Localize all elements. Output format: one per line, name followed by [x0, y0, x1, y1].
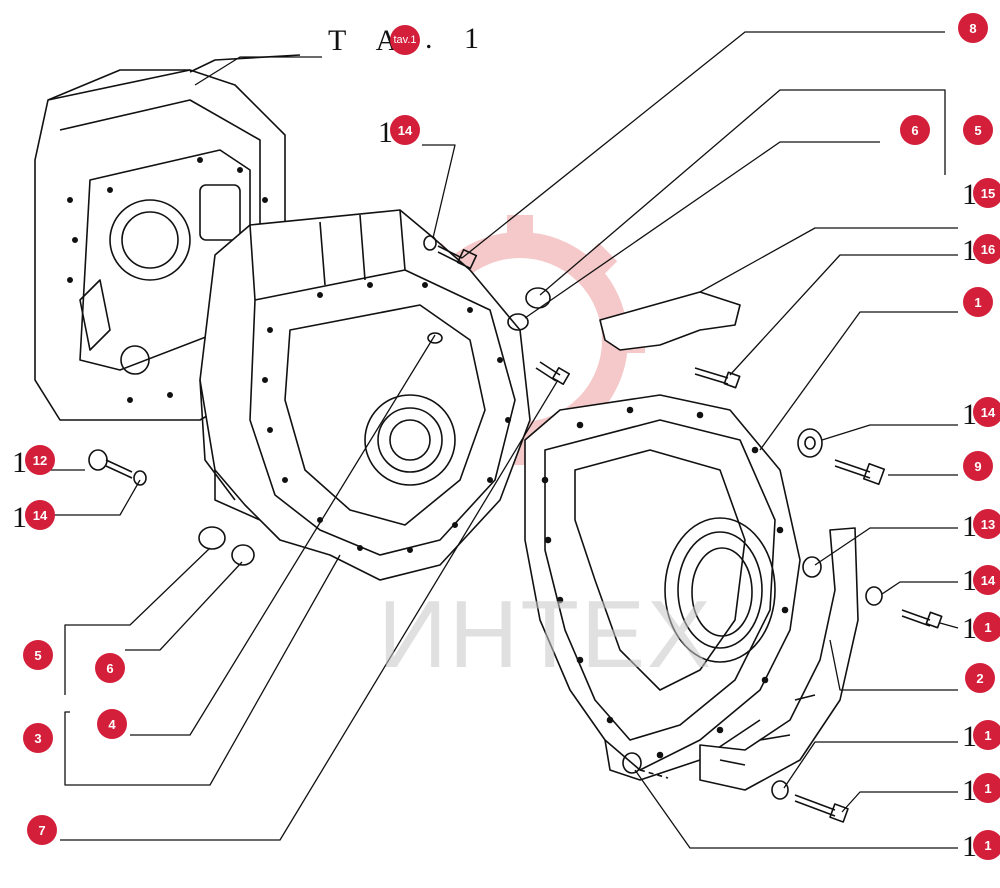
callout-4[interactable]: 4 [97, 709, 127, 739]
callout-14-right[interactable]: 14 [973, 397, 1000, 427]
title-right: . 1 [425, 22, 491, 55]
callout-1z[interactable]: 1 [973, 773, 1000, 803]
callout-1[interactable]: 1 [963, 287, 993, 317]
fasteners [88, 235, 943, 823]
callout-13[interactable]: 13 [973, 509, 1000, 539]
callout-1y[interactable]: 1 [973, 720, 1000, 750]
watermark-text: ИНТЕХ [378, 581, 714, 688]
callout-6-left[interactable]: 6 [95, 653, 125, 683]
gasket-strip [699, 527, 859, 791]
callout-7[interactable]: 7 [27, 815, 57, 845]
title-tag-badge: tav.1 [390, 25, 420, 55]
callout-14-lower-prefix: 1 [962, 564, 977, 597]
bracket-part [599, 291, 741, 351]
leader-lines [40, 31, 959, 849]
callout-3[interactable]: 3 [23, 723, 53, 753]
callout-15[interactable]: 15 [973, 178, 1000, 208]
callout-16[interactable]: 16 [973, 234, 1000, 264]
callout-1w[interactable]: 1 [973, 830, 1000, 860]
callout-14-top-prefix: 1 [378, 116, 393, 149]
callout-5-top[interactable]: 5 [963, 115, 993, 145]
page-title: T A [328, 24, 409, 58]
callout-6-top[interactable]: 6 [900, 115, 930, 145]
title-left: T A [328, 24, 410, 57]
callout-14-lower[interactable]: 14 [973, 565, 1000, 595]
callout-14-left-prefix: 1 [12, 501, 27, 534]
callout-5-left[interactable]: 5 [23, 640, 53, 670]
transmission-housing [199, 209, 531, 581]
callout-8[interactable]: 8 [958, 13, 988, 43]
callout-9[interactable]: 9 [963, 451, 993, 481]
callout-2[interactable]: 2 [965, 663, 995, 693]
callout-12[interactable]: 12 [25, 445, 55, 475]
callout-14-top[interactable]: 14 [390, 115, 420, 145]
rear-cover [524, 394, 801, 781]
callout-1x[interactable]: 1 [973, 612, 1000, 642]
callout-12-prefix: 1 [12, 446, 27, 479]
callout-14-left[interactable]: 14 [25, 500, 55, 530]
